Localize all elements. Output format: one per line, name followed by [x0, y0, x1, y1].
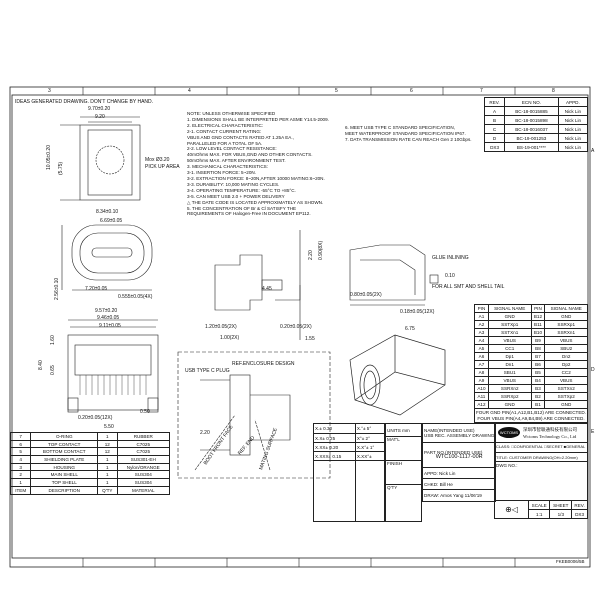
dimension-label: 0.20±0.05(12X) — [78, 415, 113, 421]
dimension-label: 2.20 — [308, 250, 314, 260]
smt-label: FOR ALL SMT AND SHELL TAIL — [432, 284, 505, 290]
glue-label: GLUE INLINING — [432, 255, 469, 261]
dimension-label: 9.70±0.20 — [88, 106, 110, 112]
pick-up-label: PICK UP AREA — [145, 164, 180, 170]
zone-a: A — [591, 148, 595, 154]
dimension-label: 5.50 — [104, 424, 114, 430]
dimension-label: 2.56±0.10 — [54, 278, 60, 300]
dimension-label: 9.11±0.05 — [99, 323, 121, 329]
zone-4: 4 — [188, 88, 191, 94]
right-view — [349, 244, 439, 306]
dimension-label: 0.18±0.05(12X) — [400, 309, 435, 315]
company-logo: WCTOMS — [498, 427, 520, 438]
isometric-view — [349, 334, 446, 416]
bottom-view — [67, 319, 159, 413]
side-view — [214, 230, 301, 340]
additional-notes: 6. MEET USB TYPE C STANDARD SPECIFICATIO… — [345, 125, 472, 142]
dimension-label: 8.34±0.10 — [96, 209, 118, 215]
dimension-label: 10.05±0.20 — [46, 145, 52, 170]
company-block: WCTOMS 深圳市智联通科技有限公司 Wctoms Technology Co… — [494, 423, 588, 501]
dimension-label: 1.55 — [305, 336, 315, 342]
header-note: IDEAS GENERATED DRAWING. DON'T CHANGE BY… — [15, 99, 154, 105]
name-part-table: NAME(INTENDED USE)USB REC. ASSEMBLY DRAW… — [421, 423, 497, 502]
material-finish-table: UNITS mm MAT'L FINISH Q'TY — [385, 423, 422, 522]
dimension-label: 0.50 — [140, 409, 150, 415]
detail-frame — [177, 351, 331, 479]
zone-7: 7 — [480, 88, 483, 94]
dimension-label: 0.65 — [50, 365, 56, 375]
dimension-label: 4.45 — [262, 286, 272, 292]
zone-3: 3 — [48, 88, 51, 94]
classification: CLASS: □CONFIDENTIAL □SECRET ■GENERAL — [495, 442, 588, 451]
usb-plug-label: USB TYPE C PLUG — [185, 368, 230, 374]
dimension-label: 8.40 — [38, 360, 44, 370]
zone-e: E — [591, 429, 595, 435]
zone-5: 5 — [335, 88, 338, 94]
detail-view — [194, 374, 291, 471]
dimension-label: 0.80±0.05(2X) — [350, 292, 382, 298]
front-view — [61, 224, 153, 291]
dimension-label: 0.555±0.05(4X) — [118, 294, 153, 300]
dimension-label: 1.60 — [50, 335, 56, 345]
dimension-label: 9.57±0.20 — [95, 308, 117, 314]
ref-enclosure-label: REF.ENCLOSURE DESIGN — [232, 361, 295, 367]
company-name-en: Wctoms Technology Co., Ltd — [523, 434, 577, 439]
top-view — [60, 116, 141, 201]
dimension-label: 6.75 — [405, 326, 415, 332]
dimension-label: 0.90(8X) — [318, 240, 324, 260]
dimension-labels: 9.70±0.20 9.20 10.05±0.20 (5.75) 8.34±0.1… — [38, 106, 455, 436]
dimension-label: 7.20±0.05 — [85, 286, 107, 292]
zone-6: 6 — [410, 88, 413, 94]
dimension-label: (5.75) — [58, 162, 64, 175]
dimension-label: 0.20±0.05(2X) — [280, 324, 312, 330]
dimension-label: 1.00(2X) — [220, 335, 240, 341]
dimension-label: 9.46±0.05 — [97, 315, 119, 321]
dimension-label: 0.10 — [445, 273, 455, 279]
drawing-title: TITLE: CUSTOMER DRAWING(OH=2.20mm) — [495, 452, 588, 463]
dimension-label: 1.20±0.05(2X) — [205, 324, 237, 330]
projection-symbol-icon: ⊕◁ — [494, 500, 529, 519]
ref-end-label: REF. END — [237, 435, 256, 457]
drawing-number: DWG NO.: — [495, 461, 588, 470]
mox-label: Mox Ø3.20 — [145, 157, 170, 163]
dimension-label: 9.20 — [95, 114, 105, 120]
dimension-label: 6.69±0.05 — [100, 218, 122, 224]
document-code: FKEB0006/5B — [556, 559, 585, 564]
mating-surface-label: MATING SURFACE — [258, 427, 279, 471]
dimension-label: 2.20 — [200, 430, 210, 436]
zone-d: D — [591, 367, 595, 373]
zone-8: 8 — [552, 88, 555, 94]
company-name-cn: 深圳市智联通科技有限公司 — [523, 427, 577, 432]
